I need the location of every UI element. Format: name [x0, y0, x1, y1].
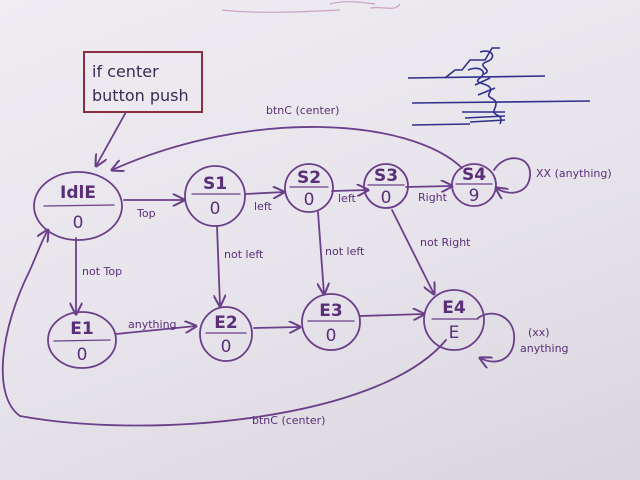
arrow-s4-idle: [112, 126, 463, 170]
label-s4-idle: btnC (center): [266, 104, 339, 117]
loop-s4: [494, 157, 531, 193]
label-s3-e4: not Right: [420, 236, 471, 249]
state-e1-name: E1: [70, 319, 93, 339]
state-e2-name: E2: [214, 313, 237, 333]
state-s2: S2 0: [284, 163, 334, 213]
arrow-e3-e4: [359, 314, 424, 316]
state-e3: E3 0: [301, 293, 361, 351]
arrow-s2-s3: [331, 190, 368, 191]
state-e2-output: 0: [221, 337, 232, 357]
state-s1-output: 0: [210, 199, 221, 219]
note-line-2: button push: [92, 86, 189, 105]
state-s2-output: 0: [304, 190, 315, 210]
state-e4-output: E: [449, 323, 460, 343]
state-e4: E4 E: [423, 289, 485, 351]
label-e4-self-2: anything: [520, 342, 569, 355]
state-s1: S1 0: [184, 165, 246, 227]
label-s1-s2: left: [254, 200, 273, 213]
state-e1-output: 0: [77, 345, 88, 365]
label-s2-s3: left: [338, 192, 357, 205]
loop-e4: [478, 312, 515, 362]
state-e3-output: 0: [326, 326, 337, 346]
state-e3-name: E3: [319, 301, 342, 321]
state-s4-output: 9: [469, 186, 480, 206]
state-s4-name: S4: [462, 165, 486, 185]
state-s3-output: 0: [381, 188, 392, 208]
label-s2-e3: not left: [325, 245, 365, 258]
scribbled-out-area: [407, 47, 591, 126]
note-pointer-arrow: [96, 111, 127, 166]
note-line-1: if center: [92, 62, 159, 81]
state-idle-output: 0: [73, 213, 84, 233]
arrow-e1-e2: [115, 326, 196, 335]
arrow-e4-idle: [1, 230, 447, 427]
label-s3-s4: Right: [418, 191, 448, 204]
arrow-s2-e3: [318, 211, 324, 294]
label-s4-self: XX (anything): [536, 167, 612, 180]
state-s3-name: S3: [374, 166, 398, 186]
state-idle-name: IdlE: [60, 183, 96, 203]
arrow-e2-e3: [253, 327, 300, 328]
state-s4: S4 9: [451, 163, 497, 207]
label-e4-idle: btnC (center): [252, 414, 325, 427]
faint-top-scribble: [221, 1, 401, 13]
label-e1-e2: anything: [128, 318, 177, 331]
arrow-s1-e2: [217, 225, 220, 306]
note-box: [83, 51, 203, 113]
state-e1: E1 0: [47, 311, 117, 369]
state-s1-name: S1: [203, 174, 227, 194]
arrow-s1-s2: [245, 192, 284, 194]
state-idle: IdlE 0: [33, 171, 123, 241]
label-idle-s1: Top: [136, 207, 156, 220]
label-e4-self-1: (xx): [528, 326, 550, 339]
arrow-s3-s4: [405, 186, 452, 187]
state-e4-name: E4: [442, 298, 466, 318]
arrow-s3-e4: [391, 209, 434, 294]
state-s3: S3 0: [363, 163, 409, 209]
state-e2: E2 0: [199, 306, 253, 362]
label-idle-e1: not Top: [82, 265, 122, 278]
label-s1-e2: not left: [224, 248, 264, 261]
state-s2-name: S2: [297, 168, 321, 188]
